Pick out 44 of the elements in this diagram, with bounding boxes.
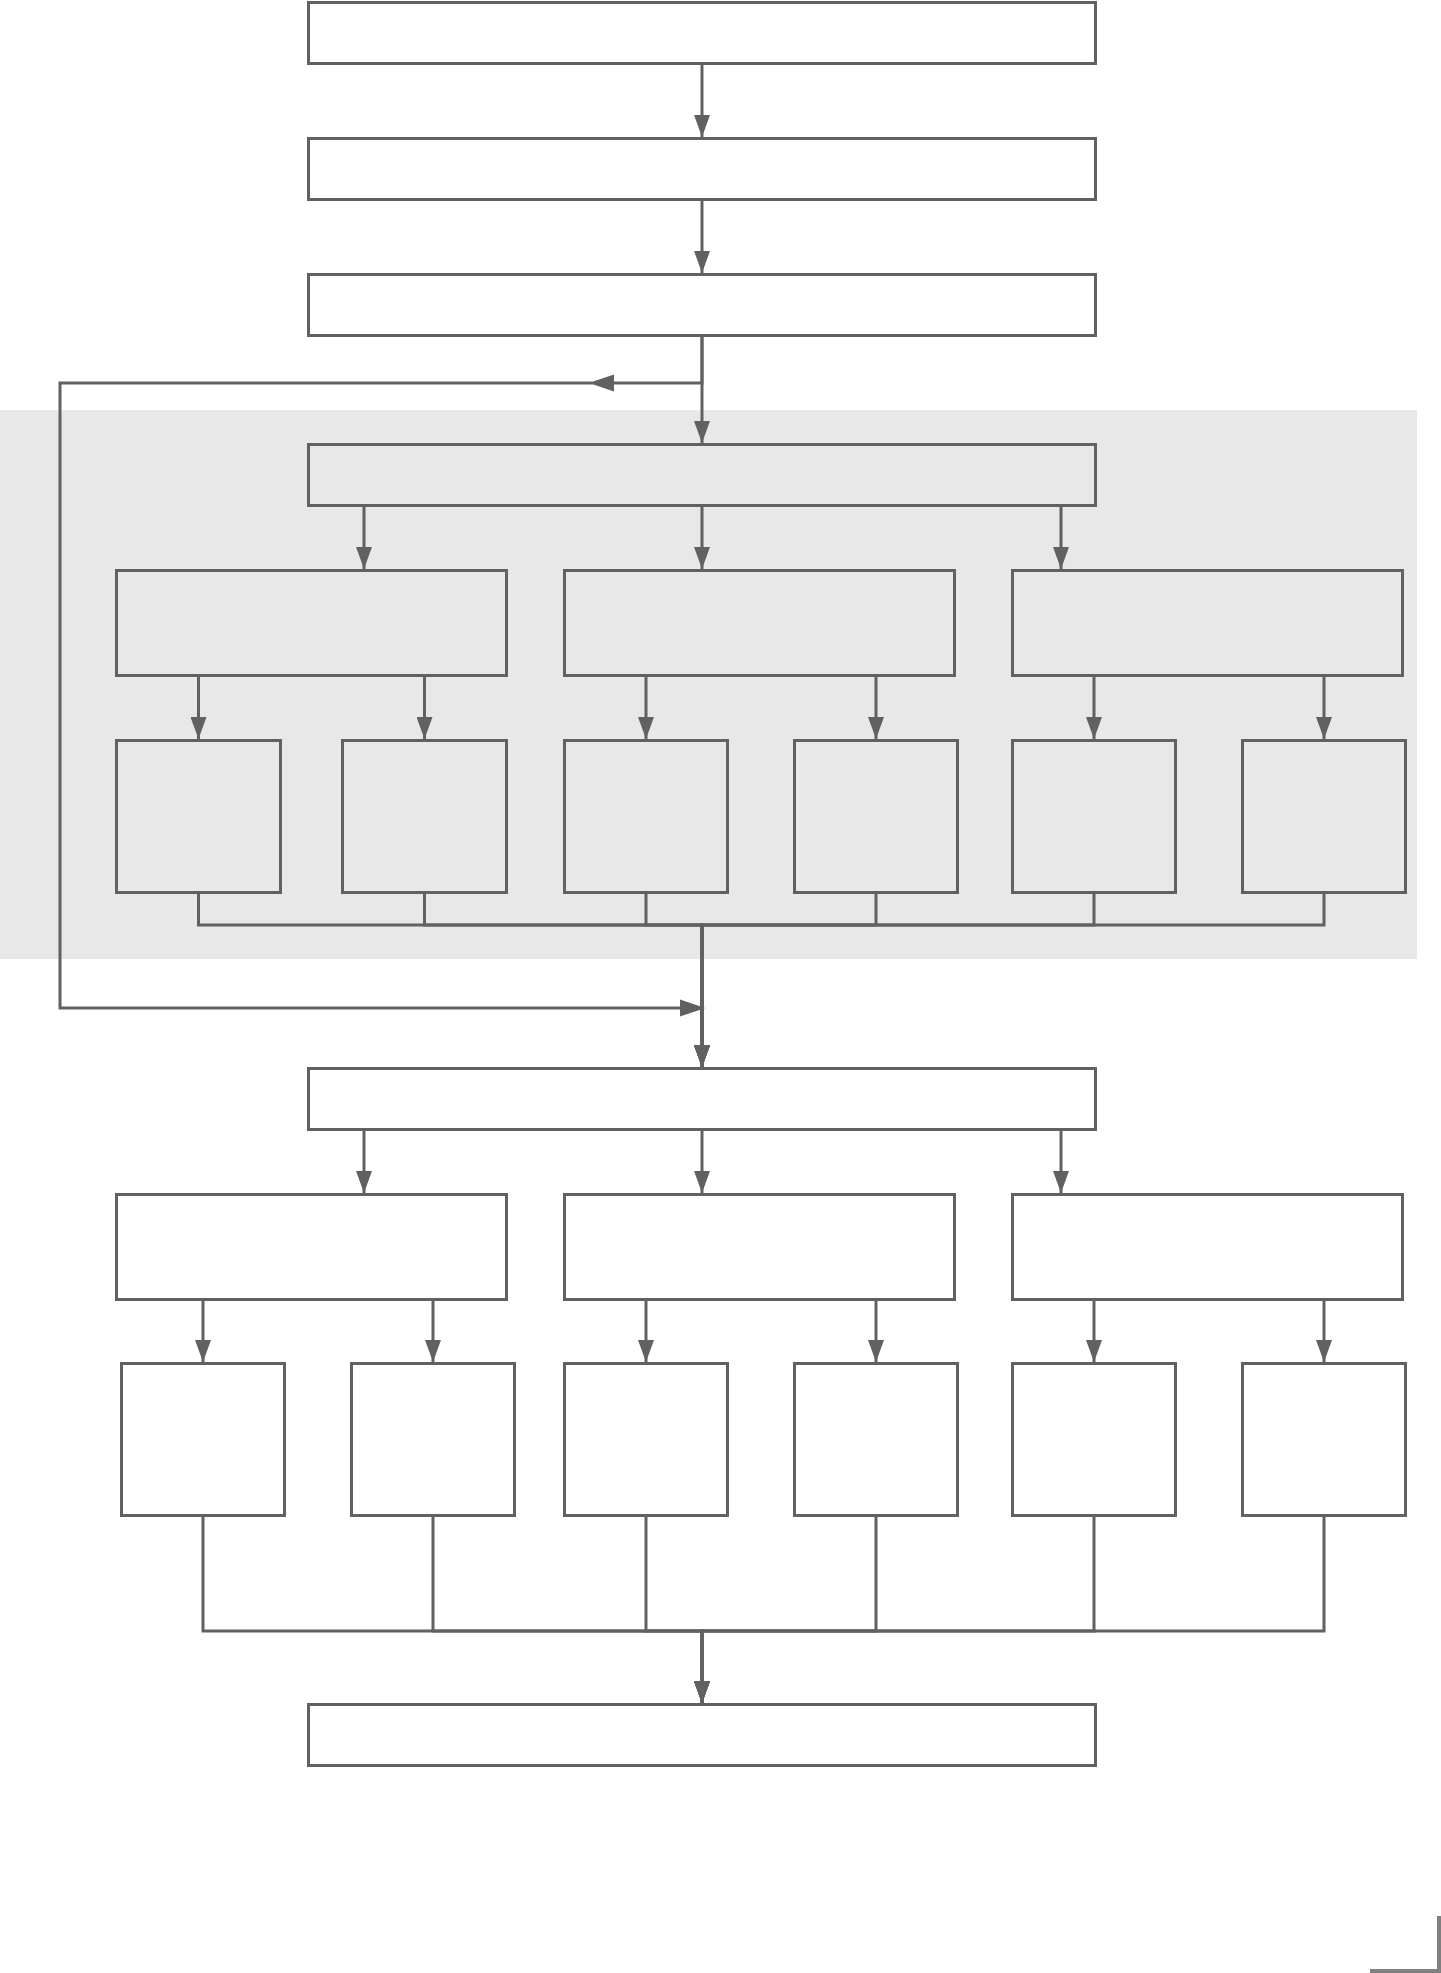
- process-box: [1011, 1362, 1177, 1517]
- process-box: [307, 137, 1097, 201]
- arrow: [1316, 677, 1332, 739]
- process-box: [1241, 739, 1407, 894]
- process-box: [307, 443, 1097, 507]
- process-box: [115, 739, 282, 894]
- process-box: [563, 1362, 729, 1517]
- process-box: [1011, 739, 1177, 894]
- arrow: [416, 677, 433, 739]
- process-box: [1241, 1362, 1407, 1517]
- arrow: [694, 201, 710, 273]
- process-box: [307, 1703, 1097, 1767]
- arrow: [356, 1131, 372, 1193]
- arrow: [694, 507, 710, 569]
- process-box: [341, 739, 508, 894]
- arrow: [868, 1301, 884, 1362]
- arrow: [1086, 677, 1102, 739]
- arrow: [694, 1131, 710, 1193]
- arrow: [1316, 1301, 1332, 1362]
- process-box: [563, 569, 956, 677]
- process-box: [120, 1362, 286, 1517]
- arrow: [638, 1301, 654, 1362]
- arrow: [190, 677, 207, 739]
- arrow: [1086, 1301, 1102, 1362]
- process-box: [563, 739, 729, 894]
- process-box: [115, 569, 508, 677]
- arrow: [694, 65, 710, 137]
- process-box: [307, 273, 1097, 337]
- process-box: [793, 1362, 959, 1517]
- process-box: [115, 1193, 508, 1301]
- arrow: [1053, 1131, 1069, 1193]
- arrow: [195, 1301, 211, 1362]
- process-box: [1011, 569, 1404, 677]
- process-box: [563, 1193, 956, 1301]
- arrow: [638, 677, 654, 739]
- arrow: [425, 1301, 441, 1362]
- process-box: [307, 1067, 1097, 1131]
- process-box: [1011, 1193, 1404, 1301]
- process-box: [793, 739, 959, 894]
- arrow: [868, 677, 884, 739]
- process-box: [307, 1, 1097, 65]
- arrow: [356, 507, 372, 569]
- process-box: [350, 1362, 516, 1517]
- arrow: [1053, 507, 1069, 569]
